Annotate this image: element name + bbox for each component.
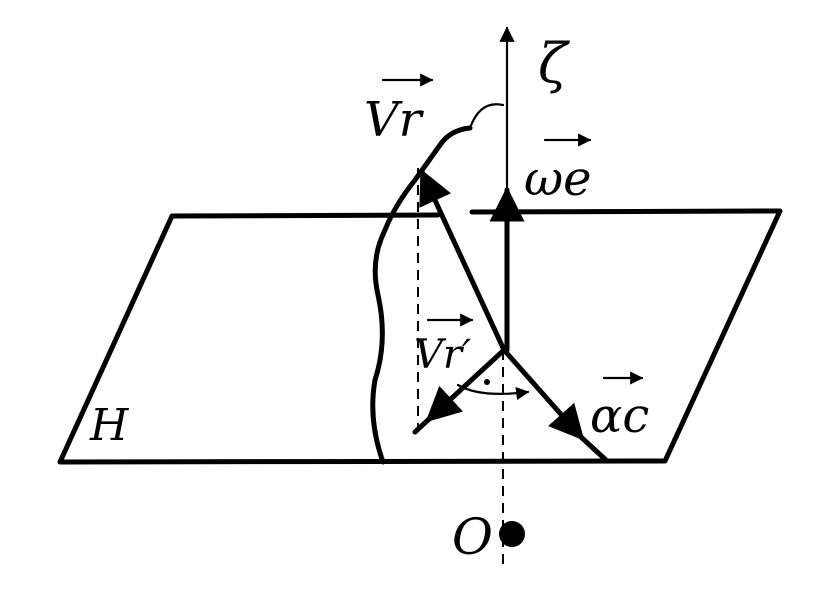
v-r-vector (419, 168, 507, 353)
zeta-label: ζ (538, 32, 570, 95)
rotation-arc-top (468, 103, 505, 130)
trajectory-curve (370, 125, 473, 465)
plane-h (57, 208, 783, 465)
label-v-r-prime: Vr′ (414, 313, 474, 378)
label-a-c: αc (590, 371, 649, 444)
plane-label: H (89, 400, 130, 451)
v-r-label: Vr (364, 92, 425, 148)
label-omega-e: ωe (524, 133, 592, 207)
a-c-extension (579, 435, 610, 464)
origin-label: O (452, 508, 493, 566)
omega-e-label: ωe (524, 151, 592, 207)
label-zeta: ζ (538, 32, 570, 95)
a-c-vector (501, 347, 585, 441)
label-v-r: Vr (364, 73, 434, 148)
origin-point (499, 521, 525, 547)
a-c-label: αc (590, 388, 649, 444)
v-r-prime-vector (425, 347, 507, 423)
rotation-arc-base (456, 383, 530, 401)
triangle-edge (412, 417, 431, 435)
v-r-prime-label: Vr′ (414, 332, 471, 378)
right-angle-dot (484, 379, 490, 385)
